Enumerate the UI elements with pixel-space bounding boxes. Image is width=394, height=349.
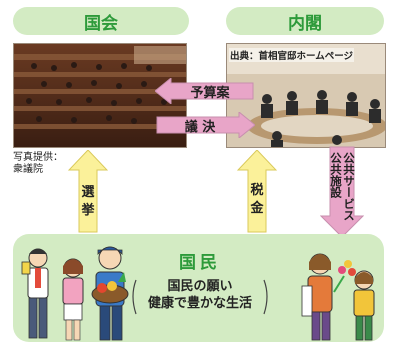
election-arrow: 選 挙 — [67, 149, 109, 233]
citizens-wish-line2: 健康で豊かな生活 — [147, 296, 252, 311]
cabinet-header: 内閣 — [226, 7, 384, 35]
public-services-arrow: 公共サービス 公共施設 — [319, 146, 365, 238]
diet-photo-credit-line1: 写真提供： — [13, 152, 63, 163]
budget-arrow: 予算案 — [154, 76, 255, 106]
cabinet-photo-credit: 出典：首相官邸ホームページ — [229, 48, 355, 62]
tax-arrow: 税 金 — [236, 149, 278, 233]
budget-arrow-label: 予算案 — [190, 85, 230, 101]
citizens-illustration-left — [21, 246, 129, 341]
citizens-wish-line1: 国民の願い — [167, 279, 233, 294]
wish-brackets — [132, 279, 268, 315]
diet-photo-credit-line2: 衆議院 — [13, 164, 43, 175]
citizens-wish: 国民の願い 健康で豊かな生活 — [130, 278, 270, 312]
tax-arrow-label: 税 金 — [250, 183, 264, 216]
citizens-illustration-right — [301, 253, 375, 341]
diet-photo-credit: 写真提供： 衆議院 — [13, 152, 63, 176]
citizens-title: 国民 — [179, 253, 221, 273]
resolution-arrow: 議 決 — [155, 110, 256, 140]
public-services-label: 公共サービス 公共施設 — [329, 151, 356, 221]
resolution-arrow-label: 議 決 — [184, 119, 216, 135]
election-arrow-label: 選 挙 — [81, 185, 95, 218]
diet-header: 国会 — [13, 7, 189, 35]
